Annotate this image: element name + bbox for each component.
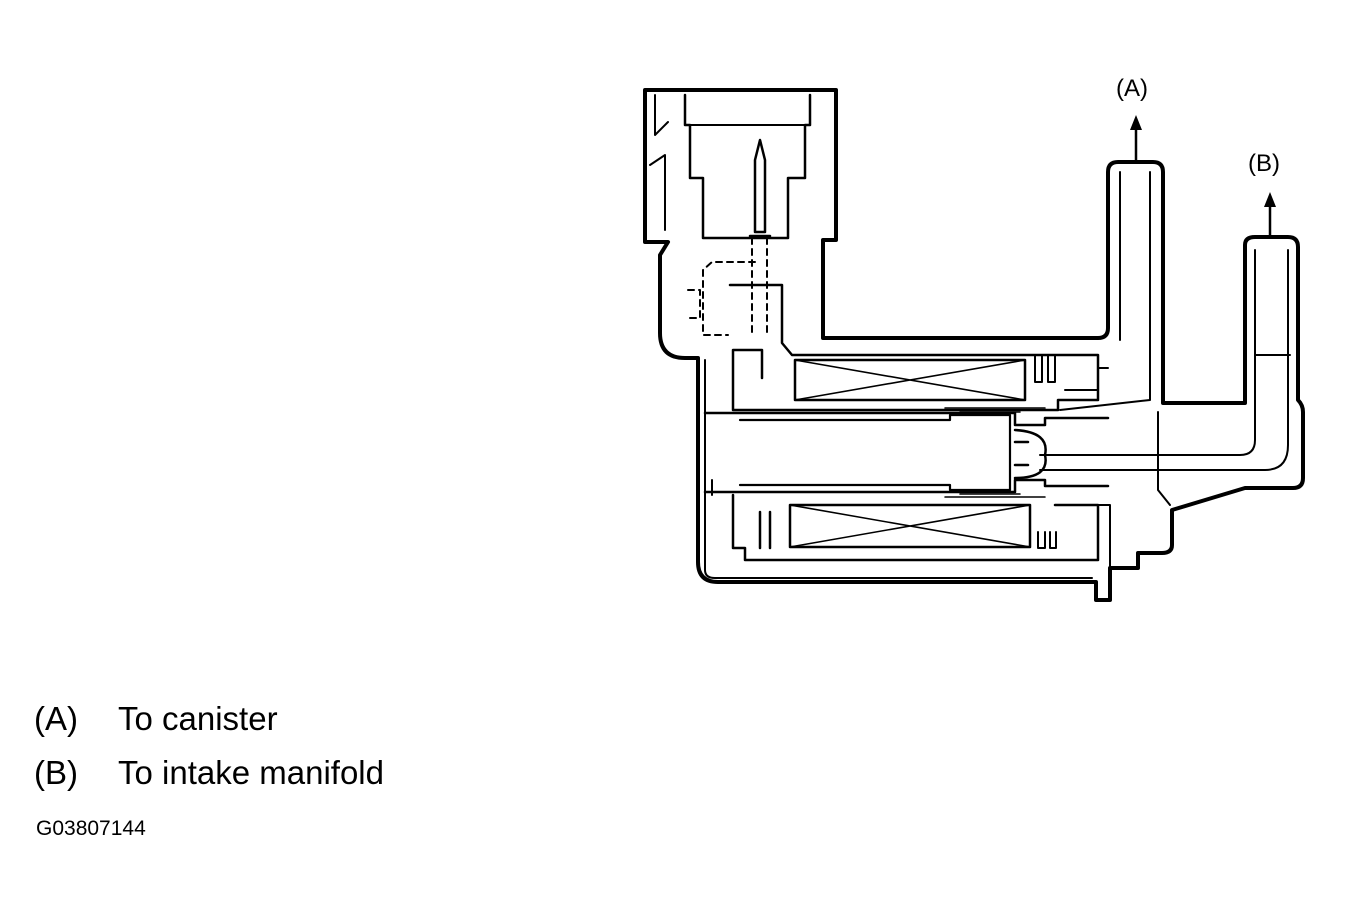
coil-cross-lower <box>789 504 1031 548</box>
bobbin-upper <box>728 283 1100 412</box>
legend-text: To intake manifold <box>118 754 384 791</box>
coil-terminal-lower <box>1037 504 1111 569</box>
legend-item-a: (A) To canister <box>34 700 278 738</box>
coil-terminal-upper <box>1034 355 1109 391</box>
callout-b: (B) <box>1248 150 1280 177</box>
figure-code: G03807144 <box>36 817 146 840</box>
plunger <box>738 413 1012 492</box>
terminal-pin <box>748 138 772 238</box>
passage-port-b <box>1039 249 1291 471</box>
passage-port-a <box>1059 171 1151 411</box>
legend-item-b: (B) To intake manifold <box>34 754 384 792</box>
coil-winding-upper <box>793 358 1027 402</box>
callout-a: (A) <box>1116 75 1148 102</box>
legend-key: (A) <box>34 700 78 737</box>
arrow-head-a <box>1130 115 1142 130</box>
arrow-head-b <box>1264 192 1276 207</box>
legend-text: To canister <box>118 700 278 737</box>
connector-socket <box>683 93 812 240</box>
coil-winding-lower <box>788 503 1032 549</box>
terminal-wire-hidden <box>687 237 768 336</box>
plunger-seal-lines <box>944 407 1046 498</box>
legend-key: (B) <box>34 754 78 791</box>
connector-rim <box>649 94 809 231</box>
plunger-bore <box>703 411 1110 494</box>
housing-inner-wall <box>704 359 1171 579</box>
connector-housing <box>643 88 1305 602</box>
coil-cross-upper <box>794 359 1026 401</box>
